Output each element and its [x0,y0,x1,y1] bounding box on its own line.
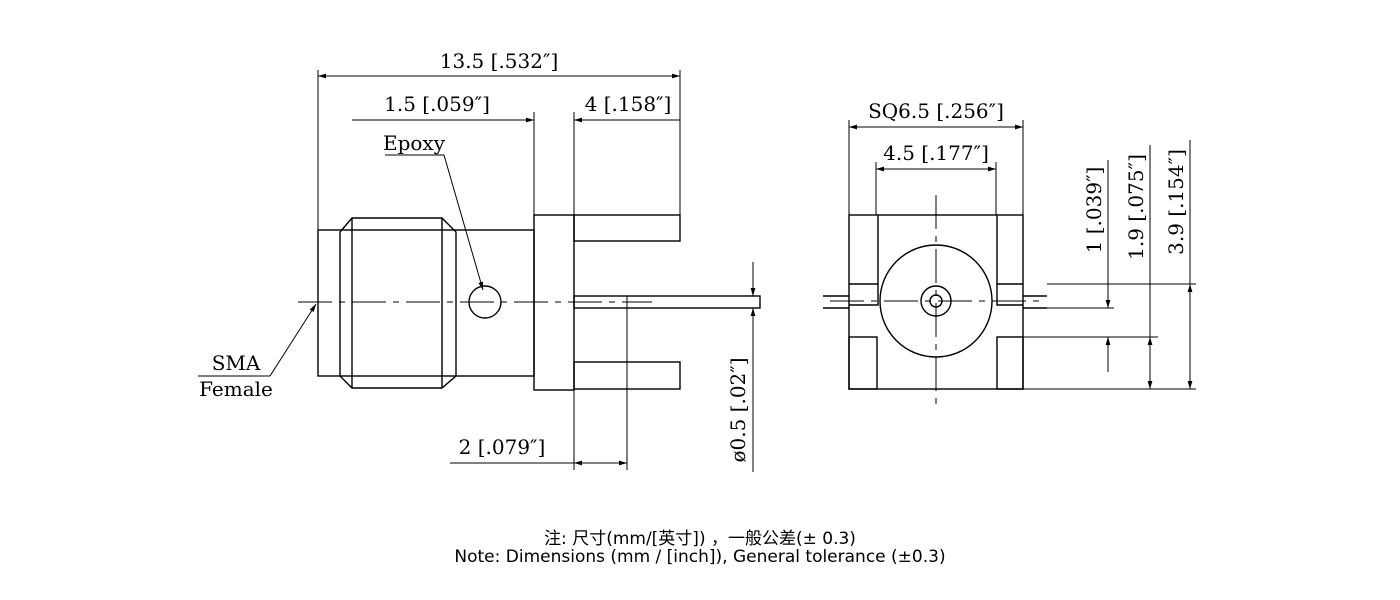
total-height-label: 3.9 [.154″] [1164,149,1188,255]
technical-drawing: 13.5 [.532″] 1.5 [.059″] 4 [.158″] Epoxy… [198,49,1196,472]
pad-bottom-left [848,336,878,390]
pad-bottom-right [996,336,1024,390]
side-view-dimensions [198,70,756,472]
pin-diameter-label: ø0.5 [.02″] [726,357,750,462]
connector-type-line2: Female [199,377,273,401]
leg-width-label: 1 [.039″] [1082,167,1106,254]
epoxy-label: Epoxy [383,131,446,155]
front-view-dimensions [848,120,1196,390]
flange-square-label: SQ6.5 [.256″] [868,99,1004,123]
pin-pitch-label: 4.5 [.177″] [883,141,989,165]
side-view-labels: 13.5 [.532″] 1.5 [.059″] 4 [.158″] Epoxy… [199,49,750,463]
connector-type-line1: SMA [212,351,261,375]
top-pin [573,214,681,242]
overall-length-label: 13.5 [.532″] [440,49,559,73]
note-english: Note: Dimensions (mm / [inch]), General … [454,547,946,567]
side-view [298,214,761,391]
front-view-labels: SQ6.5 [.256″] 4.5 [.177″] 1 [.039″] 1.9 … [868,99,1188,260]
center-height-label: 1.9 [.075″] [1124,154,1148,260]
pin-length-label: 4 [.158″] [585,92,672,116]
front-view [823,195,1047,408]
flange-offset-label: 1.5 [.059″] [384,92,490,116]
note-chinese: 注: 尺寸(mm/[英寸]) ，一般公差(± 0.3) [544,529,856,549]
pin-spacing-label: 2 [.079″] [459,435,546,459]
notch-left [849,283,879,306]
notch-right [996,283,1023,306]
hex-nut [339,217,457,389]
